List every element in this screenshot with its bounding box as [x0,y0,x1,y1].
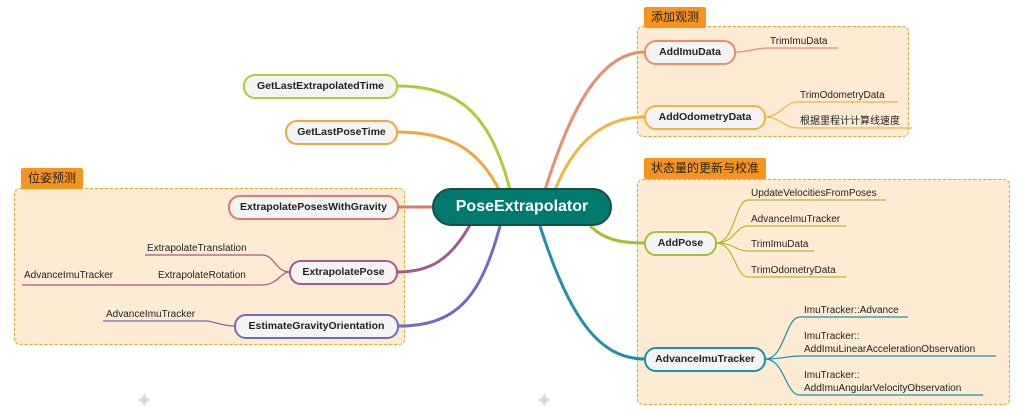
group-title-predict: 位姿预测 [21,168,84,189]
watermark-icon: ✦ [135,388,154,413]
node-extrapolate-pose[interactable]: ExtrapolatePose [289,260,398,285]
leaf-imu-linear-1: ImuTracker:: [804,331,860,342]
node-add-pose[interactable]: AddPose [644,231,717,256]
leaf-extrapolate-rotation: ExtrapolateRotation [158,270,246,281]
node-get-last-extrapolated-time[interactable]: GetLastExtrapolatedTime [243,74,398,99]
leaf-advance-imu-tracker-left: AdvanceImuTracker [24,270,114,281]
group-title-observe: 添加观测 [644,7,707,28]
node-extrapolate-poses-with-gravity[interactable]: ExtrapolatePosesWithGravity [228,195,399,220]
watermark-icon: ✦ [535,388,554,413]
leaf-imu-angular-1: ImuTracker:: [804,370,860,381]
leaf-update-velocities: UpdateVelocitiesFromPoses [751,188,877,199]
branch-get-last-extrapolated-time [396,84,512,191]
branch-extrapolate-pose [396,224,472,274]
branch-add-pose [588,224,646,245]
leaf-trim-odometry-data: TrimOdometryData [800,90,885,101]
leaf-imu-advance: ImuTracker::Advance [804,305,899,316]
node-get-last-pose-time[interactable]: GetLastPoseTime [285,120,398,145]
leaf-trim-odometry-data-2: TrimOdometryData [751,265,836,276]
branch-add-odometry-data [553,115,646,191]
leaf-imu-linear-2: AddImuLinearAccelerationObservation [804,344,976,355]
branch-advance-imu-tracker [538,225,646,361]
node-add-imu-data[interactable]: AddImuData [644,40,736,65]
branch-estimate-gravity-orientation [397,225,502,328]
node-estimate-gravity-orientation[interactable]: EstimateGravityOrientation [234,314,399,339]
leaf-extrapolate-translation: ExtrapolateTranslation [147,243,247,254]
leaf-imu-angular-2: AddImuAngularVelocityObservation [804,383,962,394]
group-title-update: 状态量的更新与校准 [644,158,767,179]
root-node[interactable]: PoseExtrapolator [432,188,612,226]
branch-get-last-pose-time [396,130,502,193]
leaf-advance-imu-tracker-gravity: AdvanceImuTracker [106,309,196,320]
branch-add-imu-data [543,50,646,191]
leaf-advance-imu-tracker: AdvanceImuTracker [751,214,841,225]
node-advance-imu-tracker[interactable]: AdvanceImuTracker [644,347,766,372]
leaf-trim-imu-data: TrimImuData [770,36,828,47]
node-add-odometry-data[interactable]: AddOdometryData [644,105,766,130]
leaf-odom-speed: 根据里程计计算线速度 [800,116,900,127]
leaf-trim-imu-data-2: TrimImuData [751,239,809,250]
